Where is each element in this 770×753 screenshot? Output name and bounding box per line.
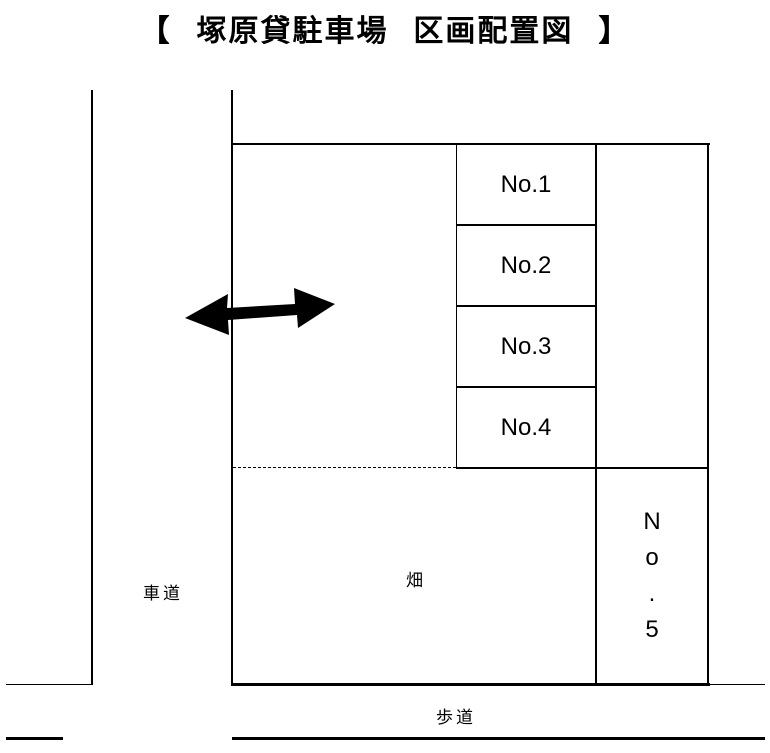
page-title: 【 塚原貸駐車場 区画配置図 】 bbox=[139, 14, 631, 49]
stall5-char: o bbox=[645, 544, 659, 571]
parking-stall-3: No.3 bbox=[456, 306, 596, 387]
sidewalk-lower-right-edge bbox=[232, 737, 765, 740]
parking-stall-2: No.2 bbox=[456, 225, 596, 306]
stall-label: No.1 bbox=[500, 170, 552, 198]
roadway-left-edge bbox=[91, 90, 93, 685]
field-label: 畑 bbox=[406, 571, 426, 591]
lot-left-edge bbox=[231, 90, 233, 686]
field-top-divider bbox=[456, 467, 708, 469]
sidewalk-lower-left-edge bbox=[6, 737, 63, 740]
stall-column-right-divider bbox=[595, 144, 597, 684]
roadway-label: 車道 bbox=[143, 584, 183, 604]
roadway-bottom-left-edge bbox=[6, 684, 93, 685]
lot-right-edge bbox=[707, 143, 709, 686]
stall-label: No.4 bbox=[500, 413, 552, 441]
stall-label: No.3 bbox=[500, 332, 552, 360]
parking-stall-1: No.1 bbox=[456, 144, 596, 225]
stall-label: No.2 bbox=[500, 251, 552, 279]
stall5-char: 5 bbox=[645, 616, 659, 643]
sidewalk-label: 歩道 bbox=[436, 708, 476, 728]
parking-stall-5: N o . 5 bbox=[596, 468, 708, 684]
parking-stall-4: No.4 bbox=[456, 387, 596, 468]
stall5-char: . bbox=[648, 580, 656, 607]
field-dotted-boundary bbox=[233, 467, 456, 468]
stall5-char: N bbox=[643, 508, 661, 535]
sidewalk-right-upper-edge bbox=[709, 684, 765, 685]
lot-bottom-edge bbox=[231, 683, 710, 686]
double-arrow-icon bbox=[185, 288, 335, 335]
